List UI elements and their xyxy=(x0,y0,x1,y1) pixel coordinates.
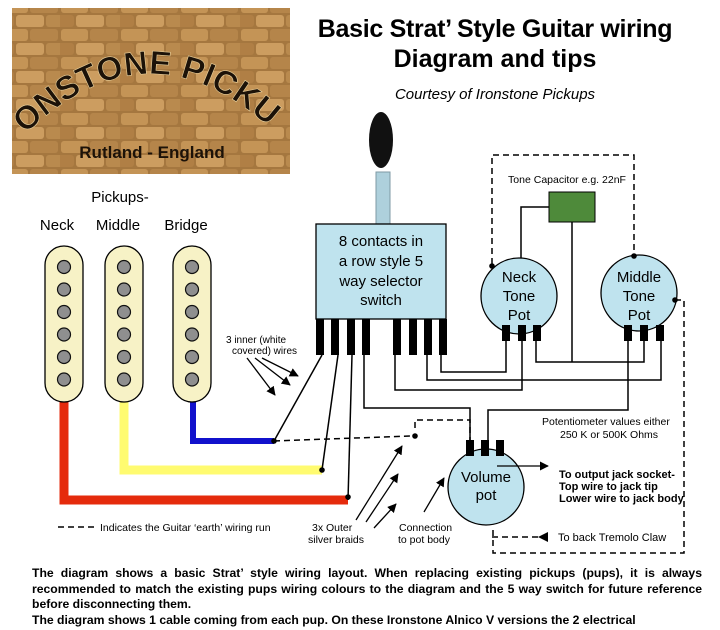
pickups-heading: Pickups- xyxy=(91,189,149,206)
switch-contact xyxy=(439,319,447,355)
pickup-bridge xyxy=(172,245,212,403)
earth-dots xyxy=(271,253,678,500)
earth-wiring xyxy=(273,154,685,554)
neck-tone-label: Neck xyxy=(502,269,537,286)
earth-legend-label: Indicates the Guitar ‘earth’ wiring run xyxy=(100,522,271,534)
tremolo-label: To back Tremolo Claw xyxy=(558,532,666,544)
volume-pot: Volume pot xyxy=(447,440,525,526)
volume-label: pot xyxy=(476,487,498,504)
switch-contact xyxy=(362,319,370,355)
pole-piece xyxy=(184,304,200,320)
neck-tone-label: Tone xyxy=(503,288,536,305)
output-jack-label: To output jack socket- xyxy=(559,469,675,481)
pickup-label-middle: Middle xyxy=(96,217,140,234)
pole-piece xyxy=(184,282,200,297)
switch-knob xyxy=(369,112,393,168)
middle-tone-pot: Middle Tone Pot xyxy=(600,254,678,341)
tone-capacitor-label: Tone Capacitor e.g. 22nF xyxy=(508,174,626,186)
pole-piece xyxy=(56,372,72,387)
pole-piece xyxy=(116,282,132,297)
footer-text: The diagram shows a basic Strat’ style w… xyxy=(32,566,702,628)
neck-tone-pot: Neck Tone Pot xyxy=(480,257,558,341)
pole-pieces xyxy=(116,259,132,387)
pole-piece xyxy=(184,349,200,365)
pole-piece xyxy=(116,259,132,275)
logo-location: Rutland - England xyxy=(79,143,224,162)
switch-wires xyxy=(273,340,662,501)
page-subtitle: Diagram and tips xyxy=(393,45,597,73)
pot-body-label: Connection xyxy=(399,522,452,534)
switch-label-1: 8 contacts in xyxy=(339,233,423,250)
outer-braids-label: 3x Outer xyxy=(312,522,353,534)
pole-piece xyxy=(116,372,132,387)
switch-contact xyxy=(424,319,432,355)
output-jack-label: Lower wire to jack body xyxy=(559,493,685,505)
pot-values-label: 250 K or 500K Ohms xyxy=(560,429,658,441)
pole-pieces xyxy=(184,259,200,387)
output-jack-label: Top wire to jack tip xyxy=(559,481,658,493)
switch-label-3: way selector xyxy=(338,273,422,290)
pole-piece xyxy=(184,372,200,387)
page-title: Basic Strat’ Style Guitar wiring xyxy=(317,15,673,43)
pole-piece xyxy=(116,349,132,365)
pole-piece xyxy=(116,304,132,320)
logo-stone-wall xyxy=(12,8,290,174)
pole-piece xyxy=(184,259,200,275)
footer-paragraph: The diagram shows 1 cable coming from ea… xyxy=(32,612,636,627)
pickup-middle xyxy=(104,245,144,403)
neck-wire xyxy=(59,402,348,505)
pole-piece xyxy=(56,349,72,365)
footer-paragraph: The diagram shows a basic Strat’ style w… xyxy=(32,566,702,611)
switch-label-2: a row style 5 xyxy=(339,253,423,270)
courtesy-line: Courtesy of Ironstone Pickups xyxy=(394,86,596,103)
middle-tone-label: Tone xyxy=(623,288,656,305)
switch-label-4: switch xyxy=(360,292,402,309)
logo: IRONSTONE PICKUPS Rutland - England xyxy=(0,0,290,174)
switch-contacts xyxy=(316,319,447,355)
middle-tone-label: Pot xyxy=(628,307,651,324)
switch-contact xyxy=(393,319,401,355)
pole-piece xyxy=(56,259,72,275)
annotation-arrows xyxy=(246,357,549,529)
inner-wires-label: covered) wires xyxy=(232,346,297,357)
volume-label: Volume xyxy=(461,469,511,486)
pickup-label-bridge: Bridge xyxy=(164,217,207,234)
pole-piece xyxy=(56,304,72,320)
pole-piece xyxy=(116,327,132,342)
pot-body-label: to pot body xyxy=(398,534,451,546)
tremolo-arrowhead xyxy=(538,532,548,542)
switch-lever xyxy=(375,171,391,225)
pole-pieces xyxy=(56,259,72,387)
title-block: Basic Strat’ Style Guitar wiring Diagram… xyxy=(290,14,700,103)
switch-contact xyxy=(347,319,355,355)
switch-contact xyxy=(316,319,324,355)
switch-contact xyxy=(331,319,339,355)
pole-piece xyxy=(56,282,72,297)
outer-braids-label: silver braids xyxy=(308,534,364,546)
selector-switch: 8 contacts in a row style 5 way selector… xyxy=(315,112,447,355)
neck-tone-label: Pot xyxy=(508,307,531,324)
pot-values-label: Potentiometer values either xyxy=(542,416,670,428)
middle-wire xyxy=(119,402,322,475)
bridge-wire xyxy=(190,402,274,444)
pole-piece xyxy=(56,327,72,342)
pickup-neck xyxy=(44,245,84,403)
switch-contact xyxy=(409,319,417,355)
middle-tone-label: Middle xyxy=(617,269,661,286)
tone-capacitor xyxy=(548,191,596,223)
inner-wires-label: 3 inner (white xyxy=(226,335,286,346)
pole-piece xyxy=(184,327,200,342)
pickup-label-neck: Neck xyxy=(40,217,75,234)
